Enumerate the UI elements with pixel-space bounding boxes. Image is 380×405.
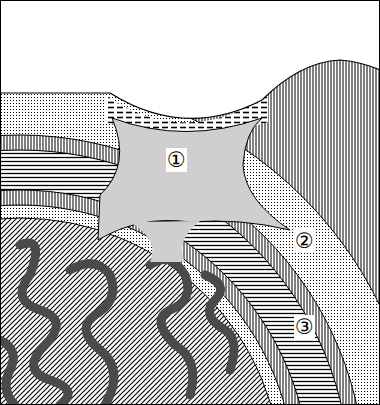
folded-vein	[150, 259, 193, 395]
core-stratum	[0, 218, 282, 405]
folded-vein	[205, 275, 234, 370]
callout-number: ③	[294, 315, 315, 339]
folded-vein	[70, 264, 114, 405]
intrusion-stem	[130, 221, 200, 262]
callout-number: ②	[294, 229, 315, 253]
callout-number: ①	[166, 148, 187, 172]
folded-vein	[20, 243, 68, 405]
stratum-inner-dots	[0, 205, 295, 405]
folded-veins	[0, 243, 234, 405]
stratum-2	[0, 80, 380, 405]
ground-surface	[0, 60, 380, 118]
folded-vein	[0, 340, 15, 405]
